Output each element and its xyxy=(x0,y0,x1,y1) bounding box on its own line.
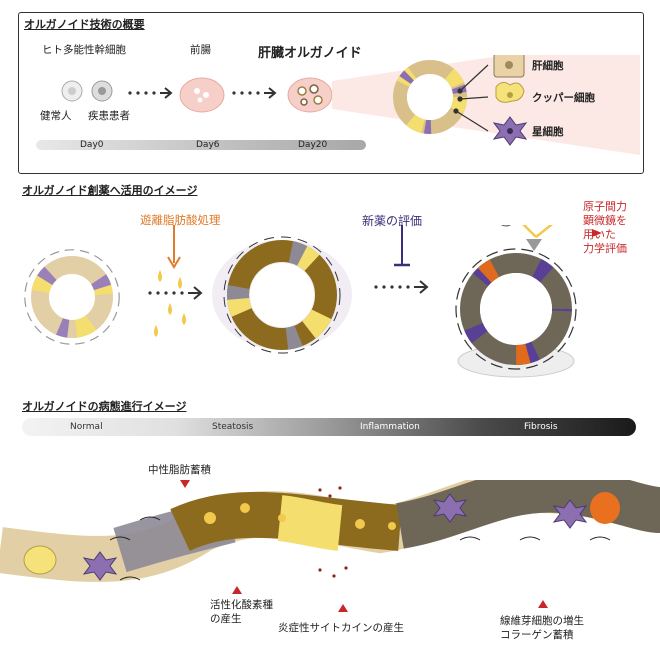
stage-fibrosis: Fibrosis xyxy=(524,422,558,432)
section3-illustration xyxy=(0,480,660,582)
section2-title: オルガノイド創薬へ活用のイメージ xyxy=(22,184,198,197)
section2-illustration xyxy=(24,225,602,378)
cytokine-label: 炎症性サイトカインの産生 xyxy=(278,622,404,634)
cell-type-kupffer: クッパー細胞 xyxy=(532,92,595,104)
cytokine-marker xyxy=(338,604,348,612)
stage-steatosis: Steatosis xyxy=(212,422,254,432)
liver-organoid-label: 肝臓オルガノイド xyxy=(258,46,362,61)
fibro-marker xyxy=(538,600,548,608)
timeline-bar xyxy=(36,140,366,150)
patient-label: 疾患患者 xyxy=(88,110,130,122)
section3-title: オルガノイドの病態進行イメージ xyxy=(22,400,187,413)
timeline-day0: Day0 xyxy=(80,140,104,150)
timeline-day20: Day20 xyxy=(298,140,328,150)
cell-type-stellate: 星細胞 xyxy=(532,126,564,138)
fibro-label: 線維芽細胞の増生コラーゲン蓄積 xyxy=(500,615,584,641)
neutral-fat-label: 中性脂肪蓄積 xyxy=(148,464,211,476)
healthy-label: 健常人 xyxy=(40,110,72,122)
ros-label: 活性化酸素種の産生 xyxy=(210,599,273,625)
foregut-label: 前腸 xyxy=(190,44,211,56)
stage-normal: Normal xyxy=(70,422,103,432)
ros-marker xyxy=(232,586,242,594)
neutral-fat-marker xyxy=(180,480,190,488)
section1-title: オルガノイド技術の概要 xyxy=(24,18,145,31)
timeline-day6: Day6 xyxy=(196,140,220,150)
cell-type-hepatocyte: 肝細胞 xyxy=(532,60,564,72)
fatty-acid-label: 遊離脂肪酸処理 xyxy=(140,213,221,227)
section1-frame xyxy=(18,12,644,174)
drug-eval-label: 新薬の評価 xyxy=(362,214,423,228)
section1-illustration xyxy=(61,55,640,155)
stem-cells-label: ヒト多能性幹細胞 xyxy=(42,44,126,56)
progression-bar xyxy=(22,418,636,436)
stage-inflammation: Inflammation xyxy=(360,422,420,432)
afm-label: 原子間力顕微鏡を用いた力学評価 xyxy=(583,200,627,255)
